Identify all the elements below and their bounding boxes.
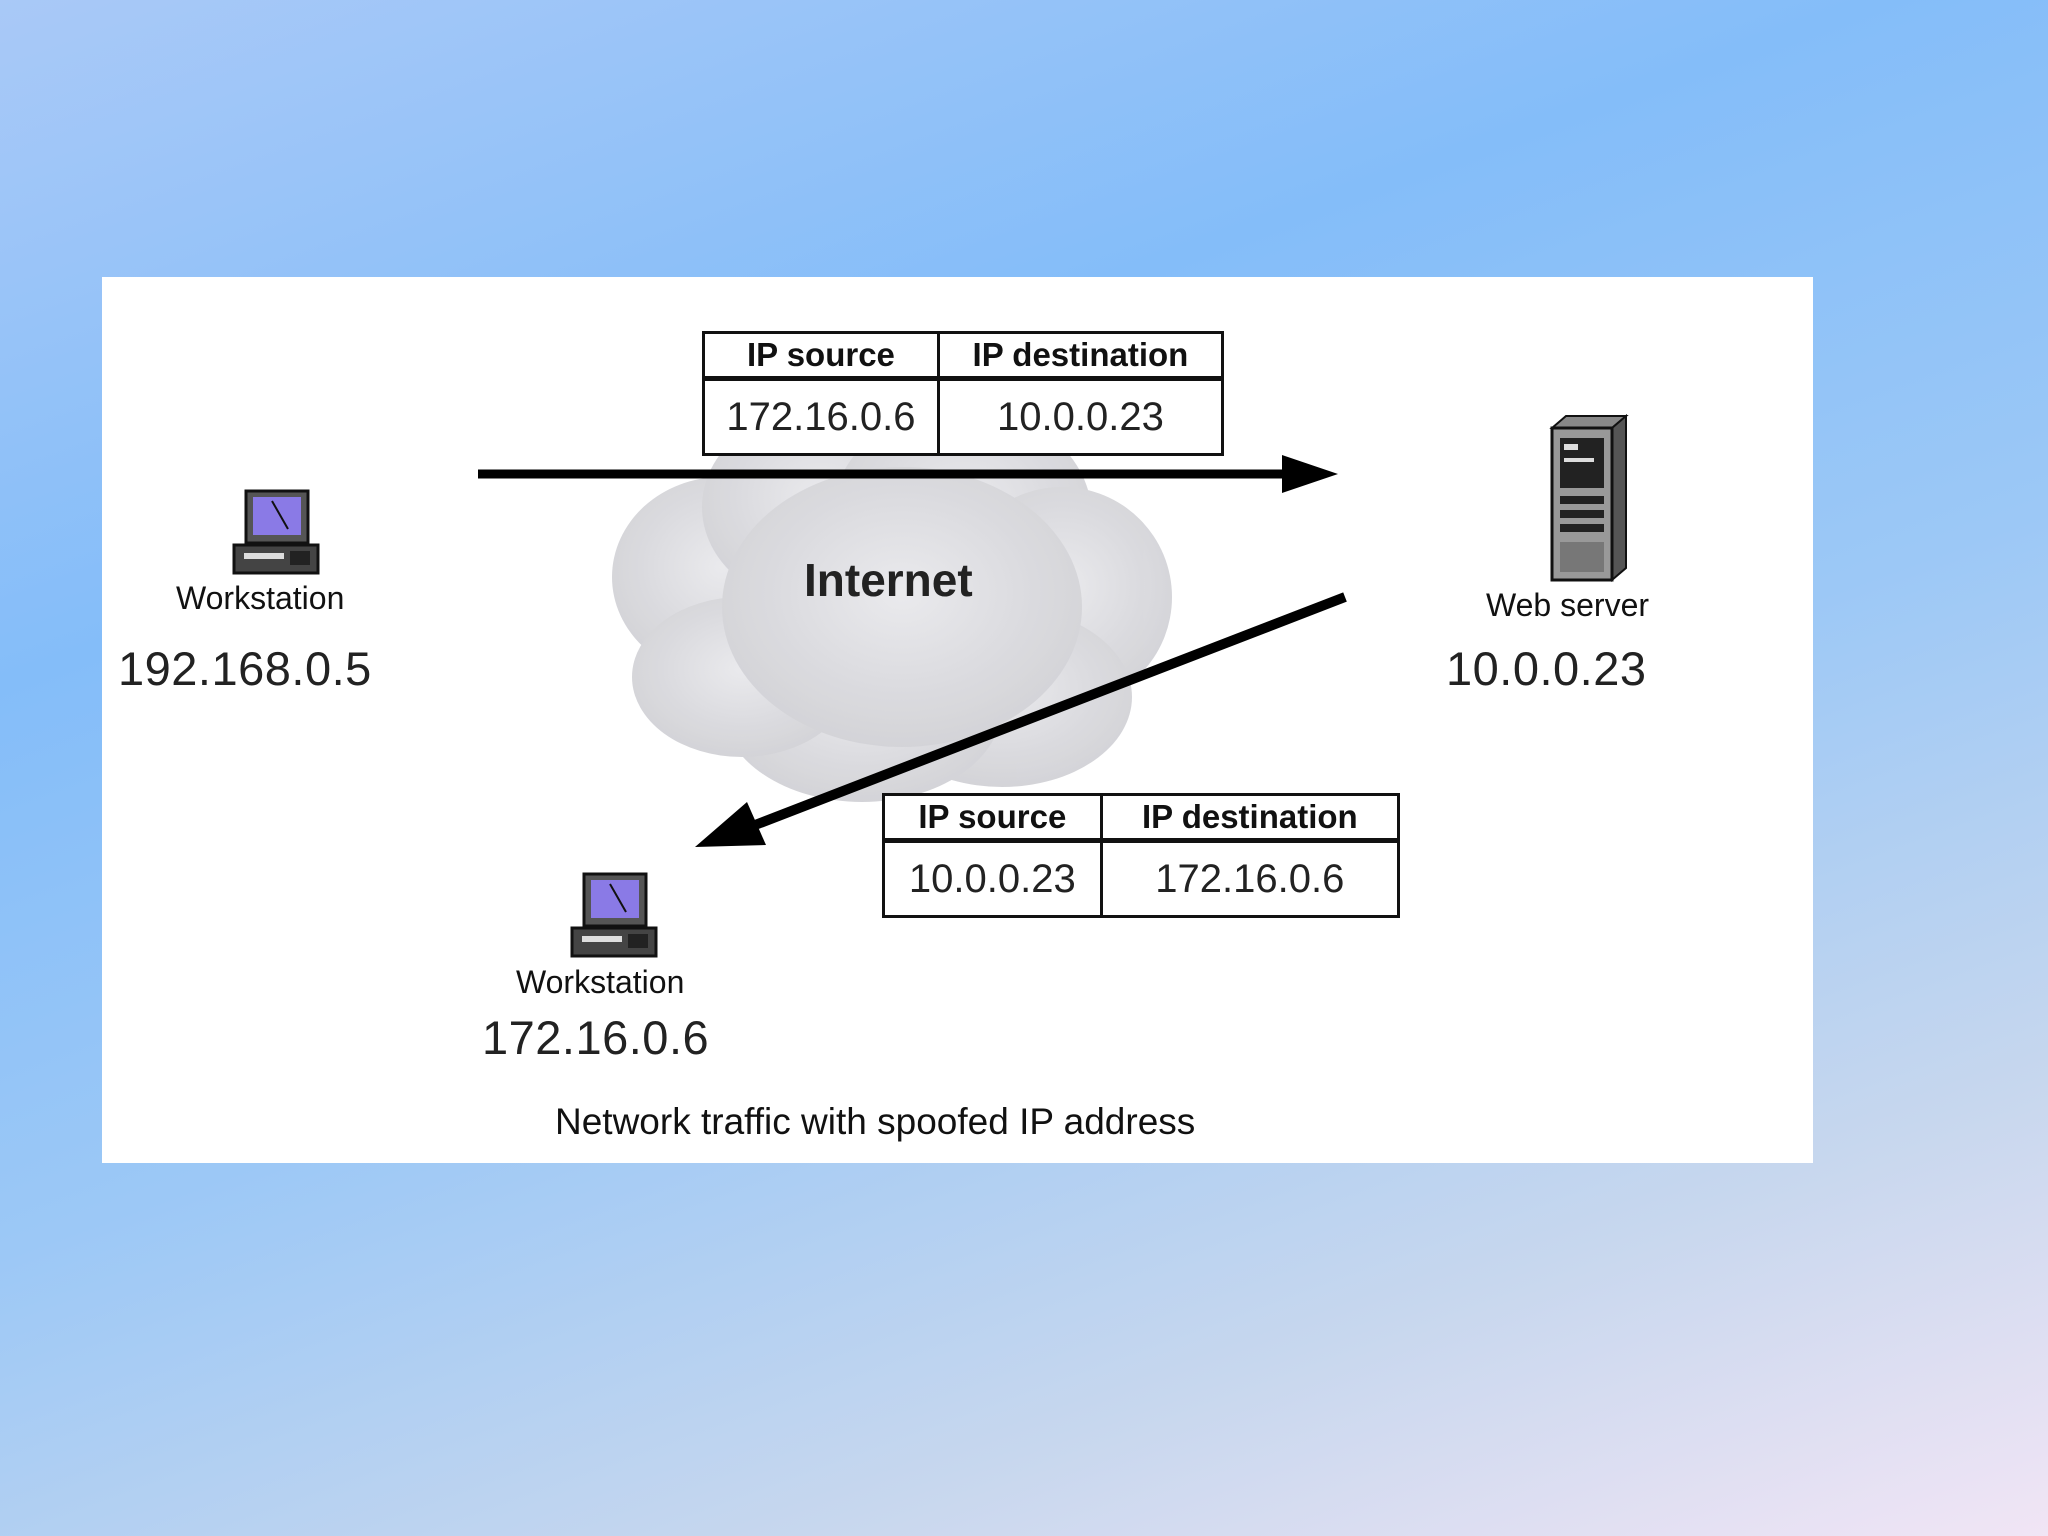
request-header-destination: IP destination xyxy=(936,331,1225,381)
reply-source-ip: 10.0.0.23 xyxy=(882,839,1103,918)
victim-ip: 172.16.0.6 xyxy=(482,1011,710,1064)
reply-packet-table: IP source IP destination 10.0.0.23 172.1… xyxy=(882,793,1401,918)
reply-arrow xyxy=(695,592,1347,847)
victim-label: Workstation xyxy=(516,964,685,1000)
workstation-icon xyxy=(232,489,320,575)
server-icon xyxy=(1549,413,1629,583)
network-diagram: Internet IP source IP destination 172.16… xyxy=(102,277,1813,1163)
server-ip: 10.0.0.23 xyxy=(1446,642,1647,695)
reply-header-destination: IP destination xyxy=(1099,793,1401,843)
request-header-source: IP source xyxy=(702,331,940,381)
diagram-canvas xyxy=(478,407,1347,847)
reply-destination-ip: 172.16.0.6 xyxy=(1099,839,1401,918)
internet-cloud xyxy=(612,407,1172,802)
attacker-label: Workstation xyxy=(176,580,345,616)
reply-header-source: IP source xyxy=(882,793,1103,843)
request-packet-table: IP source IP destination 172.16.0.6 10.0… xyxy=(702,331,1225,456)
workstation-icon xyxy=(570,872,658,958)
server-label: Web server xyxy=(1486,587,1650,623)
request-source-ip: 172.16.0.6 xyxy=(702,377,940,456)
diagram-caption: Network traffic with spoofed IP address xyxy=(555,1101,1196,1142)
request-destination-ip: 10.0.0.23 xyxy=(936,377,1225,456)
cloud-label: Internet xyxy=(804,554,973,606)
request-arrow xyxy=(478,455,1338,493)
attacker-ip: 192.168.0.5 xyxy=(118,642,372,695)
